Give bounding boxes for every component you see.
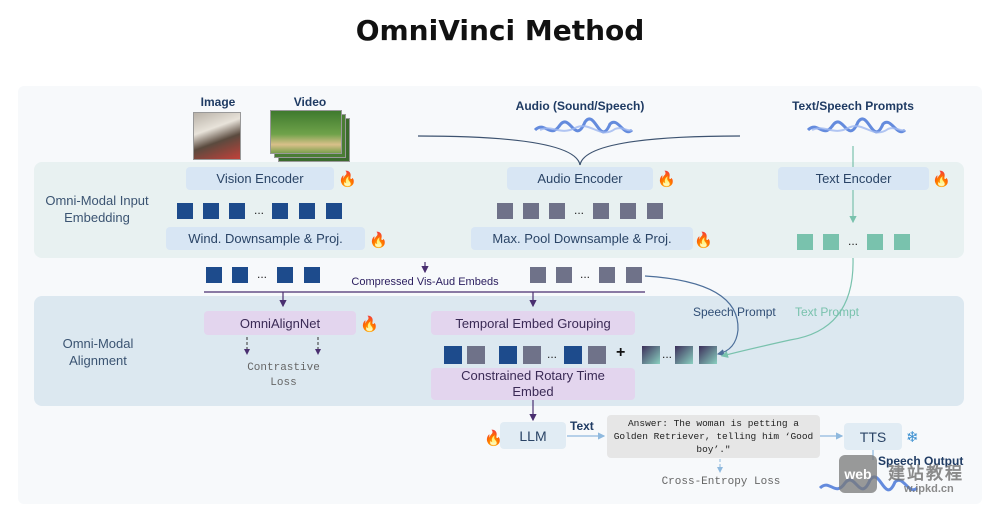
compressed-vision-token bbox=[277, 267, 293, 283]
ellipsis: ... bbox=[662, 347, 673, 361]
speech-output-label: Speech Output bbox=[878, 454, 964, 468]
compressed-audio-token bbox=[599, 267, 615, 283]
speech-prompt-label: Speech Prompt bbox=[693, 305, 776, 319]
text-speech-label: Text/Speech Prompts bbox=[792, 99, 914, 113]
text-prompt-label: Text Prompt bbox=[795, 305, 860, 319]
image-label: Image bbox=[200, 95, 236, 109]
alignment-section-label: Omni-Modal Alignment bbox=[62, 336, 134, 368]
embedding-section-label: Omni-Modal Input Embedding bbox=[45, 193, 149, 225]
vision-token bbox=[229, 203, 245, 219]
vision-token bbox=[326, 203, 342, 219]
compressed-vision-token bbox=[304, 267, 320, 283]
rotary-time-embed-box: Constrained Rotary Time Embed bbox=[431, 368, 635, 400]
compressed-audio-token bbox=[626, 267, 642, 283]
compressed-audio-token bbox=[556, 267, 572, 283]
text-encoder: Text Encoder bbox=[778, 167, 929, 190]
ellipsis: ... bbox=[580, 267, 591, 281]
audio-token bbox=[523, 203, 539, 219]
ellipsis: ... bbox=[848, 234, 859, 248]
audio-token bbox=[647, 203, 663, 219]
window-downsample: Wind. Downsample & Proj. bbox=[166, 227, 365, 250]
temporal-grouping-box: Temporal Embed Grouping bbox=[431, 311, 635, 335]
vision-token bbox=[203, 203, 219, 219]
ellipsis: ... bbox=[254, 203, 265, 217]
fire-icon: 🔥 bbox=[369, 232, 388, 249]
fire-icon: 🔥 bbox=[484, 430, 503, 447]
answer-box: Answer: The woman is petting a Golden Re… bbox=[607, 415, 820, 458]
ellipsis: ... bbox=[574, 203, 585, 217]
contrastive-loss-label: Contrastive Loss bbox=[247, 362, 320, 389]
watermark-logo: web bbox=[839, 455, 877, 493]
interleaved-audio-token bbox=[523, 346, 541, 364]
fire-icon: 🔥 bbox=[338, 171, 357, 188]
tts-box: TTS bbox=[844, 423, 902, 450]
plus-sign: + bbox=[616, 344, 626, 361]
waveform-icon bbox=[533, 117, 634, 134]
llm-box: LLM bbox=[500, 422, 566, 449]
audio-token bbox=[593, 203, 609, 219]
audio-token bbox=[549, 203, 565, 219]
vision-token bbox=[272, 203, 288, 219]
snowflake-icon: ❄ bbox=[906, 429, 919, 446]
omnialignnet-box: OmniAlignNet bbox=[204, 311, 356, 335]
text-token bbox=[867, 234, 883, 250]
compressed-audio-token bbox=[530, 267, 546, 283]
ellipsis: ... bbox=[257, 267, 268, 281]
text-output-label: Text bbox=[570, 419, 594, 433]
prompt-token bbox=[675, 346, 693, 364]
maxpool-downsample: Max. Pool Downsample & Proj. bbox=[471, 227, 693, 250]
page-title: OmniVinci Method bbox=[355, 14, 645, 47]
interleaved-vision-token bbox=[564, 346, 582, 364]
interleaved-audio-token bbox=[467, 346, 485, 364]
compressed-vision-token bbox=[232, 267, 248, 283]
video-frame-front bbox=[270, 110, 342, 154]
text-token bbox=[797, 234, 813, 250]
compressed-vision-token bbox=[206, 267, 222, 283]
vision-token bbox=[177, 203, 193, 219]
fire-icon: 🔥 bbox=[657, 171, 676, 188]
text-token bbox=[823, 234, 839, 250]
vision-token bbox=[299, 203, 315, 219]
compressed-embeds-label: Compressed Vis-Aud Embeds bbox=[351, 276, 499, 288]
fire-icon: 🔥 bbox=[694, 232, 713, 249]
interleaved-audio-token bbox=[588, 346, 606, 364]
audio-encoder: Audio Encoder bbox=[507, 167, 653, 190]
audio-token bbox=[620, 203, 636, 219]
audio-label: Audio (Sound/Speech) bbox=[515, 99, 645, 113]
prompt-token bbox=[642, 346, 660, 364]
audio-token bbox=[497, 203, 513, 219]
video-label: Video bbox=[293, 95, 327, 109]
fire-icon: 🔥 bbox=[360, 316, 379, 333]
text-token bbox=[894, 234, 910, 250]
cross-entropy-loss-label: Cross-Entropy Loss bbox=[661, 476, 781, 488]
prompt-token bbox=[699, 346, 717, 364]
vision-encoder: Vision Encoder bbox=[186, 167, 334, 190]
dog-image bbox=[193, 112, 241, 160]
watermark-cn: 建站教程 bbox=[888, 464, 964, 483]
fire-icon: 🔥 bbox=[932, 171, 951, 188]
waveform-icon bbox=[806, 117, 907, 134]
interleaved-vision-token bbox=[499, 346, 517, 364]
watermark-url: w.ipkd.cn bbox=[904, 483, 954, 495]
ellipsis: ... bbox=[547, 347, 558, 361]
interleaved-vision-token bbox=[444, 346, 462, 364]
